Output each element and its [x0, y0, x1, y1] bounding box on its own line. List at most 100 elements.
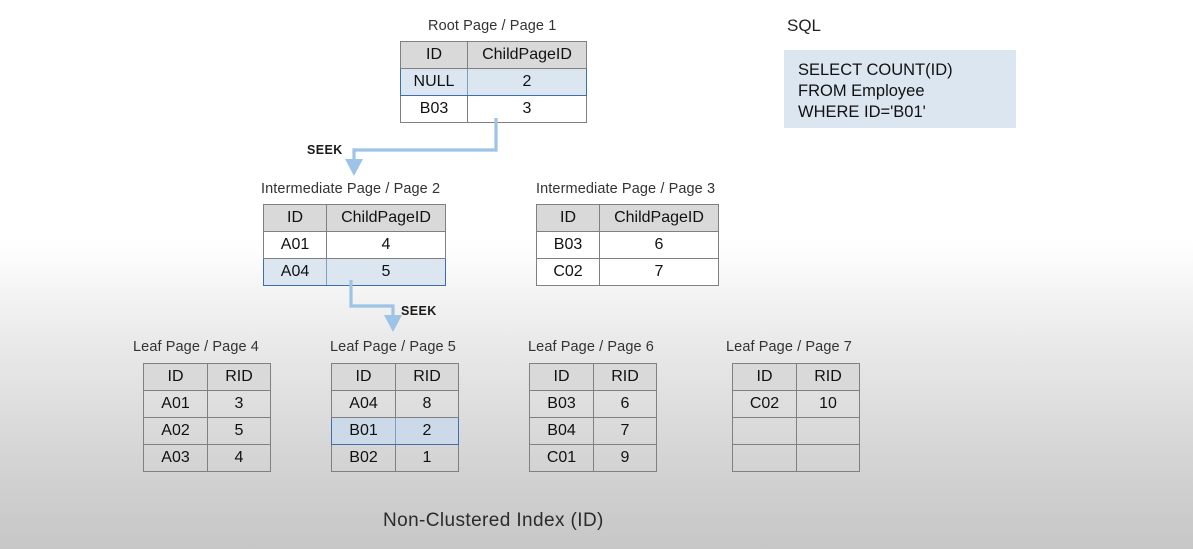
- column-header-id: ID: [263, 204, 327, 232]
- seek-arrow-2: [349, 280, 402, 332]
- table-cell: 4: [326, 231, 446, 259]
- table-cell: 4: [207, 444, 271, 472]
- table-cell: NULL: [400, 68, 468, 96]
- column-header-id: ID: [536, 204, 600, 232]
- leaf-page-7-caption: Leaf Page / Page 7: [726, 339, 852, 355]
- table-cell: 5: [207, 417, 271, 445]
- column-header-rid: RID: [207, 363, 271, 391]
- table-cell: B04: [529, 417, 594, 445]
- column-header-childpageid: ChildPageID: [599, 204, 719, 232]
- table-cell: 7: [593, 417, 657, 445]
- table-cell: 10: [796, 390, 860, 418]
- table-cell: 1: [395, 444, 459, 472]
- page-title: Non-Clustered Index (ID): [383, 510, 604, 531]
- table-cell: 9: [593, 444, 657, 472]
- column-header-id: ID: [400, 41, 468, 69]
- table-cell: [732, 444, 797, 472]
- sql-line: SELECT COUNT(ID): [798, 61, 953, 79]
- leaf-page-6-caption: Leaf Page / Page 6: [528, 339, 654, 355]
- table-cell: 3: [207, 390, 271, 418]
- table-cell: B01: [331, 417, 396, 445]
- column-header-childpageid: ChildPageID: [326, 204, 446, 232]
- table-cell: 3: [467, 95, 587, 123]
- intermediate-page-3-caption: Intermediate Page / Page 3: [536, 181, 716, 197]
- sql-panel-title: SQL: [787, 16, 822, 35]
- table-cell: A01: [143, 390, 208, 418]
- table-row: [732, 417, 860, 445]
- table-cell: C02: [536, 258, 600, 286]
- column-header-id: ID: [529, 363, 594, 391]
- table-cell: 6: [593, 390, 657, 418]
- seek-label-2: SEEK: [401, 304, 437, 318]
- sql-line: WHERE ID='B01': [798, 103, 926, 121]
- root-page-caption: Root Page / Page 1: [428, 18, 557, 34]
- intermediate-page-2-caption: Intermediate Page / Page 2: [261, 181, 441, 197]
- table-cell: 5: [326, 258, 446, 286]
- leaf-page-5-caption: Leaf Page / Page 5: [330, 339, 456, 355]
- table-cell: [796, 444, 860, 472]
- column-header-id: ID: [143, 363, 208, 391]
- table-cell: A01: [263, 231, 327, 259]
- table-cell: 2: [395, 417, 459, 445]
- table-cell: 8: [395, 390, 459, 418]
- table-cell: 2: [467, 68, 587, 96]
- table-cell: C01: [529, 444, 594, 472]
- seek-arrow-1: [345, 118, 498, 176]
- seek-label-1: SEEK: [307, 143, 343, 157]
- leaf-page-4-caption: Leaf Page / Page 4: [133, 339, 259, 355]
- table-cell: B03: [529, 390, 594, 418]
- table-cell: A04: [331, 390, 396, 418]
- table-cell: 7: [599, 258, 719, 286]
- column-header-childpageid: ChildPageID: [467, 41, 587, 69]
- table-cell: A02: [143, 417, 208, 445]
- table-cell: [732, 417, 797, 445]
- table-cell: [796, 417, 860, 445]
- column-header-id: ID: [331, 363, 396, 391]
- column-header-rid: RID: [593, 363, 657, 391]
- table-cell: A03: [143, 444, 208, 472]
- table-cell: B03: [400, 95, 468, 123]
- column-header-rid: RID: [395, 363, 459, 391]
- column-header-id: ID: [732, 363, 797, 391]
- table-cell: B03: [536, 231, 600, 259]
- table-cell: C02: [732, 390, 797, 418]
- table-row: [732, 444, 860, 472]
- sql-line: FROM Employee: [798, 82, 925, 100]
- table-cell: 6: [599, 231, 719, 259]
